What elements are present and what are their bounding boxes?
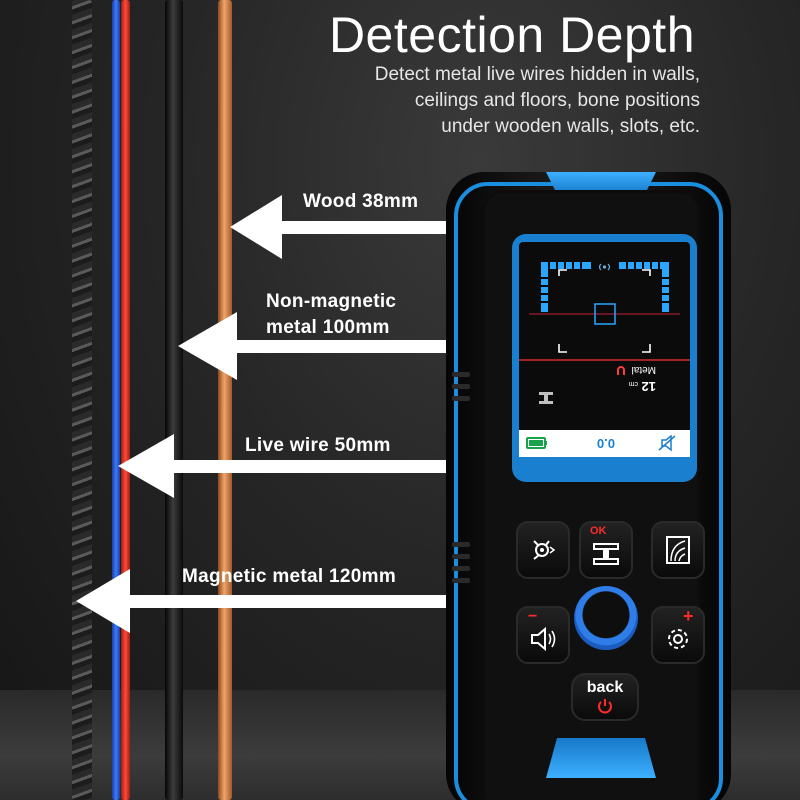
- blue-wire: [112, 0, 120, 800]
- settings-plus-button[interactable]: +: [651, 606, 705, 664]
- scan-mode-icon: [533, 540, 556, 560]
- grip-ridge: [452, 542, 470, 547]
- description-line-1: Detect metal live wires hidden in walls,: [374, 64, 700, 85]
- arrow-magnetic: [76, 569, 450, 633]
- description-line-3: under wooden walls, slots, etc.: [441, 116, 700, 137]
- ok-label: OK: [590, 525, 607, 537]
- minus-label: −: [528, 608, 538, 625]
- page-title: Detection Depth: [328, 7, 695, 63]
- lcd-screen: 12 cm Metal: [519, 242, 690, 457]
- status-icons: 0.0: [526, 434, 676, 452]
- label-wood: Wood 38mm: [303, 191, 419, 212]
- depth-unit: cm: [629, 380, 639, 387]
- grip-ridge: [452, 384, 470, 389]
- red-wire: [121, 0, 130, 800]
- ok-metal-button[interactable]: OK: [579, 521, 633, 579]
- i-beam-icon: [593, 543, 619, 565]
- description-line-2: ceilings and floors, bone positions: [414, 90, 700, 111]
- top-cap: [546, 172, 656, 194]
- mode-label: Metal: [632, 364, 656, 375]
- grip-ridge: [452, 566, 470, 571]
- speaker-muted-icon: [658, 434, 676, 452]
- grip-ridge: [452, 372, 470, 377]
- power-icon: [598, 699, 612, 714]
- gear-icon: [668, 629, 688, 649]
- depth-value: 12: [642, 379, 656, 394]
- scan-mode-button[interactable]: [516, 521, 570, 579]
- arrow-live-wire: [118, 434, 450, 498]
- scan-button[interactable]: [574, 586, 638, 650]
- arrow-nonmagnetic: [178, 312, 450, 380]
- label-live-wire: Live wire 50mm: [245, 435, 391, 456]
- label-nonmagnetic-2: metal 100mm: [266, 317, 390, 338]
- reading-value: 0.0: [597, 436, 615, 451]
- status-bar: 0.0: [519, 430, 690, 457]
- plus-label: +: [683, 606, 694, 626]
- label-magnetic: Magnetic metal 120mm: [182, 566, 397, 587]
- beam-icon: [539, 392, 553, 404]
- speaker-icon: [531, 626, 556, 652]
- arrow-wood: [230, 195, 450, 259]
- detector-device: 12 cm Metal 0.0: [446, 172, 731, 800]
- volume-down-button[interactable]: −: [516, 606, 570, 664]
- scan-display: 12 cm Metal: [519, 262, 690, 404]
- label-nonmagnetic-1: Non-magnetic: [266, 291, 397, 312]
- grip-ridge: [452, 554, 470, 559]
- back-label: back: [586, 679, 624, 696]
- grip-ridge: [452, 396, 470, 401]
- wood-grain-icon: [666, 536, 690, 564]
- bottom-cap: [546, 738, 656, 778]
- wood-mode-button[interactable]: [651, 521, 705, 579]
- back-power-button[interactable]: back: [571, 673, 639, 721]
- grip-ridge: [452, 578, 470, 583]
